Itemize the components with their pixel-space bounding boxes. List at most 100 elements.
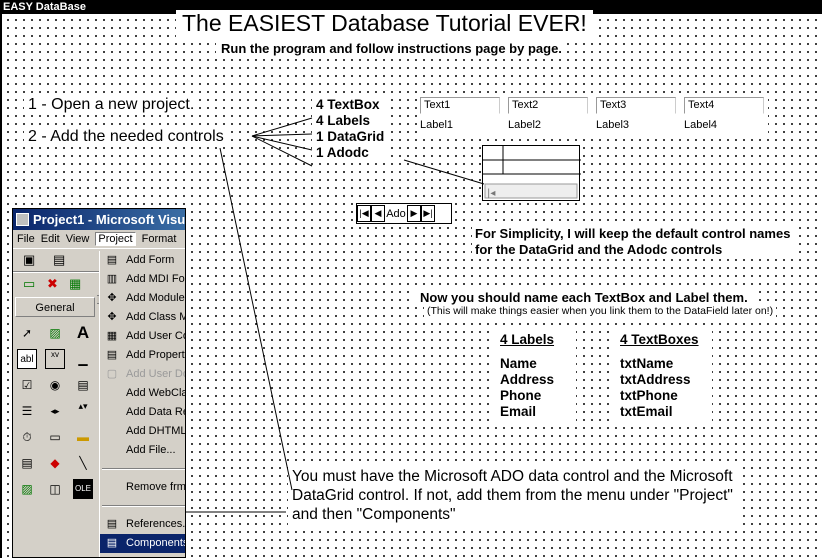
menu-item-add-class-module[interactable]: ✥Add Class Mo [100,308,185,327]
last-record-icon[interactable]: ▶| [421,205,435,222]
ole-tool-icon[interactable]: OLE [73,479,93,499]
references-icon: ▤ [106,518,118,530]
checkbox-tool-icon[interactable]: ☑ [21,378,33,392]
next-record-icon[interactable]: ▶ [407,205,421,222]
page-subtitle: Run the program and follow instructions … [216,41,567,56]
copy-icon[interactable]: ▦ [69,276,82,291]
data-tool-icon[interactable]: ◫ [49,482,61,496]
textbox-name: txtPhone [620,388,678,403]
menu-format[interactable]: Format [141,233,177,245]
menu-edit[interactable]: Edit [40,233,60,245]
menu-item-add-user-control[interactable]: ▦Add User Co [106,330,186,342]
adodc-control[interactable]: |◀ ◀ Ado ▶ ▶| [356,203,452,224]
combobox-icon[interactable]: ▤ [77,378,89,392]
label-control: Label2 [508,119,542,131]
window-title: EASY DataBase [3,1,86,13]
textbox[interactable]: Text2 [508,97,588,114]
cut-icon[interactable]: ✖ [47,276,58,291]
label-name: Address [500,372,555,387]
prev-record-icon[interactable]: ◀ [371,205,385,222]
components-note: You must have the Microsoft ADO data con… [288,466,737,525]
textbox-name: txtAddress [620,372,691,387]
textbox[interactable]: Text1 [420,97,500,114]
textbox-name: txtEmail [620,404,673,419]
controls-list: 4 TextBox 4 Labels 1 DataGrid 1 Adodc [312,96,389,162]
textbox[interactable]: Text3 [596,97,676,114]
timer-icon[interactable]: ⏱ [22,430,32,444]
label-name: Email [500,404,537,419]
first-record-icon[interactable]: |◀ [357,205,371,222]
ide-titlebar: Project1 - Microsoft Visu [13,209,185,230]
menu-item-remove-form[interactable]: Remove frmM [126,481,186,493]
label-tool-icon[interactable]: A [76,323,90,342]
toolbox-general-tab[interactable]: General [15,297,95,317]
toolbox-panel: General ➚ ▨ A abl xv ▁ ☑ ◉ ▤ ☰ ◂▸ ▴▾ ⏱ ▭… [13,295,97,557]
controls-list-item: 4 Labels [316,113,371,128]
menu-item-add-form[interactable]: ▤Add Form [106,254,175,266]
simplicity-line: for the DataGrid and the Adodc controls [475,242,723,257]
components-note-line: and then "Components" [292,506,456,523]
menu-item-components[interactable]: ▤Components [100,534,185,553]
shape-icon[interactable]: ◆ [50,456,60,470]
datagrid-lines: |◂ [483,146,581,199]
svg-text:|◂: |◂ [487,188,495,199]
hscrollbar-icon[interactable]: ◂▸ [50,406,60,416]
simplicity-note: For Simplicity, I will keep the default … [472,226,794,258]
menu-item-add-mdi-form[interactable]: ▥Add MDI For [106,273,186,285]
components-note-line: You must have the Microsoft ADO data con… [292,468,733,485]
labels-header: 4 Labels [500,332,555,347]
line-tool-icon[interactable]: ╲ [79,456,87,470]
mdi-form-icon: ▥ [106,273,118,285]
textbox-tool-icon[interactable]: abl [17,349,37,369]
add-form-icon[interactable]: ▤ [53,252,66,267]
commandbutton-icon[interactable]: ▁ [78,352,88,366]
textboxes-header: 4 TextBoxes [620,332,699,347]
add-project-icon[interactable]: ▣ [23,252,36,267]
vscrollbar-icon[interactable]: ▴▾ [78,401,88,411]
datagrid-control[interactable]: |◂ [482,145,581,201]
frame-tool-icon[interactable]: xv [45,349,65,369]
controls-list-item: 4 TextBox [316,97,380,112]
user-control-icon: ▦ [106,330,118,342]
menu-editor-icon[interactable]: ▭ [23,276,36,291]
optionbutton-icon[interactable]: ◉ [49,378,61,392]
label-name: Phone [500,388,542,403]
ide-menubar: File Edit View Project Format [13,230,185,248]
menu-item-add-module[interactable]: ✥Add Module [100,289,185,308]
menu-separator [102,468,185,470]
components-icon: ▤ [106,537,118,549]
step-2-label: 2 - Add the needed controls [24,127,228,147]
pointer-icon[interactable]: ➚ [21,326,33,340]
menu-item-references[interactable]: ▤References... [106,518,186,530]
menu-item-add-property-page[interactable]: ▤Add Property [106,349,186,361]
textbox-name: txtName [620,356,674,371]
filelistbox-icon[interactable]: ▤ [21,456,33,470]
drivelistbox-icon[interactable]: ▭ [49,430,61,444]
label-control: Label1 [420,119,454,131]
label-control: Label4 [684,119,718,131]
menu-view[interactable]: View [65,233,90,245]
image-tool-icon[interactable]: ▨ [21,482,33,496]
menu-item-add-data-report[interactable]: Add Data Re [126,406,186,418]
menu-item-add-file[interactable]: Add File... [126,444,176,456]
label-control: Label3 [596,119,630,131]
menu-file[interactable]: File [17,233,35,245]
dirlistbox-icon[interactable]: ▬ [77,430,89,444]
step-1-label: 1 - Open a new project. [24,95,199,115]
module-icon: ✥ [107,292,117,304]
simplicity-line: For Simplicity, I will keep the default … [475,226,791,241]
picturebox-icon[interactable]: ▨ [49,326,61,340]
textboxes-names-pane: 4 TextBoxes txtName txtAddress txtPhone … [614,330,712,422]
textbox-label-strip: Text1 Text2 Text3 Text4 Label1 Label2 La… [418,97,768,137]
menu-project[interactable]: Project [95,232,136,246]
property-page-icon: ▤ [106,349,118,361]
menu-separator [102,505,185,507]
naming-heading: Now you should name each TextBox and Lab… [414,290,754,305]
menu-item-add-webclass[interactable]: Add WebClas [126,387,185,399]
listbox-icon[interactable]: ☰ [21,404,33,418]
textbox[interactable]: Text4 [684,97,764,114]
controls-list-item: 1 Adodc [316,145,369,160]
labels-names-pane: 4 Labels Name Address Phone Email [494,330,576,422]
menu-item-add-dhtml-page[interactable]: Add DHTML P [126,425,186,437]
page-title: The EASIEST Database Tutorial EVER! [176,10,593,37]
